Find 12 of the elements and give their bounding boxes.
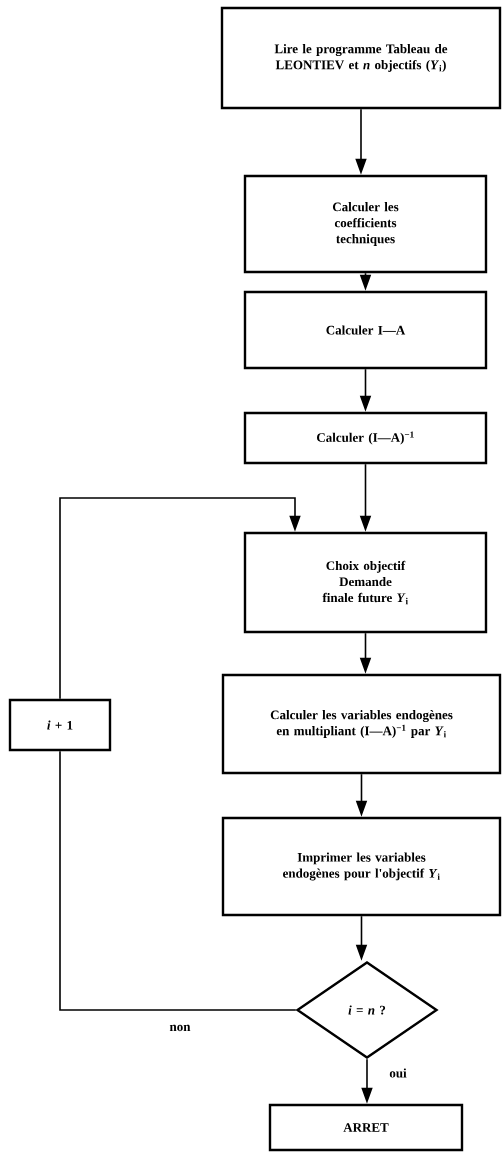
edge-label: oui — [388, 1067, 408, 1079]
process-box: Lire le programme Tableau de LEONTIEV et n objectifs (Y$_{i}$) — [220, 6, 502, 110]
process-box: Calculer les coefficients techniques — [243, 174, 488, 274]
process-box: ARRET — [268, 1103, 464, 1152]
process-box: Imprimer les variables endogènes pour l'objectif Y$_{i}$ — [221, 816, 502, 917]
process-box: Calculer les variables endogènes en multipliant (I—A)$^{−1}$ par Y$_{i}$ — [221, 673, 502, 775]
process-box: Choix objectif Demande finale future Y$_{i}$ — [243, 531, 488, 634]
process-box: Calculer I—A — [243, 290, 488, 370]
edge-label: non — [168, 1023, 192, 1033]
process-box: Calculer (I—A)$^{−1}$ — [243, 411, 488, 465]
process-box: i + 1 — [8, 698, 112, 752]
arrow — [59, 497, 301, 700]
